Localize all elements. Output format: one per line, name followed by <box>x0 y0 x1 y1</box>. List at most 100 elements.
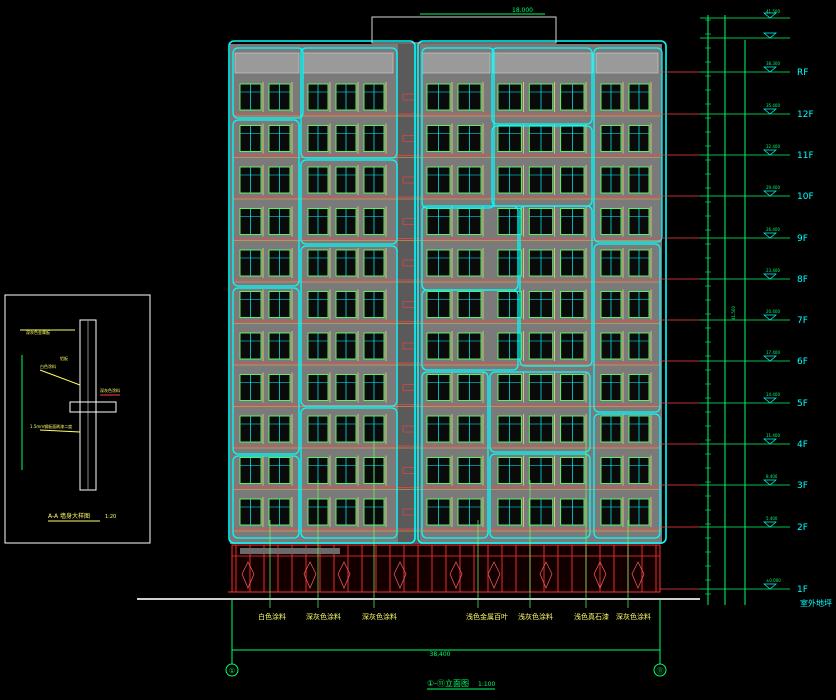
level-dimension-column: RF 38.300 12F 35.400 11F 32.400 10F 29.400 9F 26.… <box>660 9 814 605</box>
window-grid <box>233 52 660 532</box>
curtain-wall-frame <box>300 407 398 539</box>
elevation-label: 5.400 <box>766 516 778 521</box>
level-marker <box>763 273 777 280</box>
material-label: 浅灰色涂料 <box>518 612 553 621</box>
elevation-label: 26.400 <box>766 227 780 232</box>
axis-label-right: ⑪ <box>657 667 664 675</box>
level-marker <box>763 149 777 156</box>
parapet-panel <box>492 52 594 74</box>
curtain-wall-frame <box>300 47 398 159</box>
material-leaders: 白色涂料深灰色涂料深灰色涂料浅色金属百叶浅灰色涂料浅色真石漆深灰色涂料 <box>258 440 651 621</box>
elevation-label: 35.400 <box>766 103 780 108</box>
door-ornament <box>303 561 317 589</box>
material-label: 白色涂料 <box>258 612 286 621</box>
door-ornament <box>241 561 255 589</box>
floor-label: 11F <box>797 151 814 161</box>
curtain-wall-frame <box>228 40 416 544</box>
door-ornament <box>337 561 351 589</box>
elevation-label: 23.400 <box>766 268 780 273</box>
elevation-label: 17.400 <box>766 350 780 355</box>
floor-label: 3F <box>797 481 808 491</box>
top-dimension-text: 18.000 <box>512 7 533 14</box>
curtain-wall-frame <box>300 159 398 245</box>
detail-title: A-A 墙身大样图 <box>48 512 90 520</box>
elevation-label: ±0.000 <box>766 578 781 583</box>
floor-label: 9F <box>797 234 808 244</box>
overall-height-dim: 41,500 <box>731 306 736 320</box>
level-marker <box>763 12 777 19</box>
detail-slab <box>69 401 117 413</box>
elevation-label: 32.400 <box>766 144 780 149</box>
material-label: 深灰色涂料 <box>362 612 397 621</box>
elevation-label: 41.500 <box>766 9 780 14</box>
level-marker <box>763 521 777 528</box>
floor-label: 8F <box>797 275 808 285</box>
wall-section-detail: 深灰色金属板 白色涂料 深灰色涂料 1.5mm钢板面刷漆二度 铝板 A-A 墙身… <box>4 294 151 544</box>
door-ornament <box>593 561 607 589</box>
curtain-wall-frame <box>417 40 667 544</box>
material-label: 浅色金属百叶 <box>466 612 508 621</box>
detail-scale: 1:20 <box>105 514 116 520</box>
curtain-wall-frame <box>593 243 661 413</box>
bottom-dimension-text: 38,400 <box>430 651 451 658</box>
curtain-wall-frame <box>489 453 591 539</box>
curtain-wall-frame <box>593 413 661 539</box>
level-marker <box>763 108 777 115</box>
axis-bubble-left <box>225 663 239 677</box>
ground-floor-storefront <box>231 544 661 593</box>
floor-label: 10F <box>797 192 814 202</box>
axis-label-left: ① <box>229 667 235 675</box>
detail-note-1: 深灰色金属板 <box>26 329 50 335</box>
elevation-label: 8.400 <box>766 474 778 479</box>
drawing-title: ①-⑪立面图 <box>427 678 469 688</box>
door-ornament <box>487 561 501 589</box>
floor-label: 5F <box>797 399 808 409</box>
detail-leader-2 <box>39 369 81 386</box>
elevation-label: 29.400 <box>766 185 780 190</box>
curtain-wall-frame <box>232 455 300 539</box>
floor-label: 12F <box>797 110 814 120</box>
floor-label: 2F <box>797 523 808 533</box>
elevation-label: 11.400 <box>766 433 780 438</box>
curtain-wall-frame <box>593 47 663 243</box>
level-marker <box>763 479 777 486</box>
level-marker <box>763 438 777 445</box>
door-ornament <box>631 561 645 589</box>
detail-note-5: 铝板 <box>60 355 68 361</box>
floor-label: 4F <box>797 440 808 450</box>
material-label: 深灰色涂料 <box>306 612 341 621</box>
floor-label: 1F <box>797 585 808 595</box>
level-marker <box>763 232 777 239</box>
parapet-panel <box>302 52 394 74</box>
axis-bubble-right <box>653 663 667 677</box>
detail-note-4: 1.5mm钢板面刷漆二度 <box>30 423 72 429</box>
curtain-wall-frame <box>421 47 495 209</box>
detail-note-3: 深灰色涂料 <box>100 387 120 393</box>
curtain-wall-frame <box>232 47 304 119</box>
roof-machine-room <box>371 16 557 44</box>
floor-label: RF <box>797 68 808 78</box>
curtain-wall-frames <box>228 40 667 544</box>
detail-frame <box>4 294 151 544</box>
level-marker <box>763 355 777 362</box>
floor-label: 6F <box>797 357 808 367</box>
curtain-wall-frame <box>232 287 300 455</box>
curtain-wall-frame <box>232 119 300 287</box>
detail-leader-4 <box>39 429 81 433</box>
elevation-label: 38.300 <box>766 61 780 66</box>
outdoor-ground-label: 室外地坪 <box>800 598 832 608</box>
door-ornament <box>449 561 463 589</box>
elevation-label: 14.400 <box>766 392 780 397</box>
elevation-label: 20.400 <box>766 309 780 314</box>
curtain-wall-frame <box>421 289 519 371</box>
curtain-wall-frame <box>300 245 398 407</box>
level-marker <box>763 397 777 404</box>
parapet-panel <box>421 52 491 74</box>
parapet-panel <box>595 52 659 74</box>
door-ornament <box>539 561 553 589</box>
curtain-wall-frame <box>491 47 593 125</box>
level-marker <box>763 583 777 590</box>
level-marker <box>763 190 777 197</box>
curtain-wall-frame <box>421 371 489 539</box>
